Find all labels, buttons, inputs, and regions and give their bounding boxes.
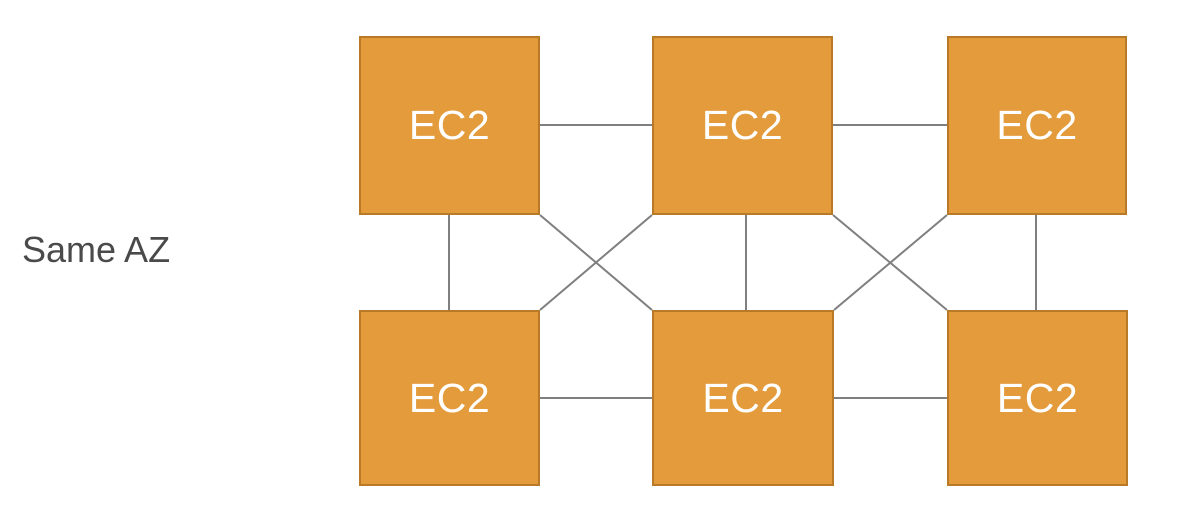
node-label: EC2 bbox=[996, 102, 1078, 148]
ec2-bottom-right[interactable]: EC2 bbox=[947, 310, 1128, 486]
ec2-bottom-center[interactable]: EC2 bbox=[652, 310, 834, 486]
zone-label: Same AZ bbox=[22, 229, 171, 270]
edge-top-right-to-bottom-center bbox=[833, 214, 948, 311]
ec2-bottom-left[interactable]: EC2 bbox=[359, 310, 540, 486]
node-label: EC2 bbox=[701, 102, 784, 148]
node-label: EC2 bbox=[996, 374, 1079, 421]
edge-top-center-to-bottom-left bbox=[539, 214, 653, 311]
ec2-top-right[interactable]: EC2 bbox=[947, 36, 1127, 215]
node-label: EC2 bbox=[702, 374, 784, 421]
node-label: EC2 bbox=[408, 374, 491, 421]
ec2-top-center[interactable]: EC2 bbox=[652, 36, 833, 215]
node-label: EC2 bbox=[408, 102, 491, 148]
ec2-top-left[interactable]: EC2 bbox=[359, 36, 540, 215]
